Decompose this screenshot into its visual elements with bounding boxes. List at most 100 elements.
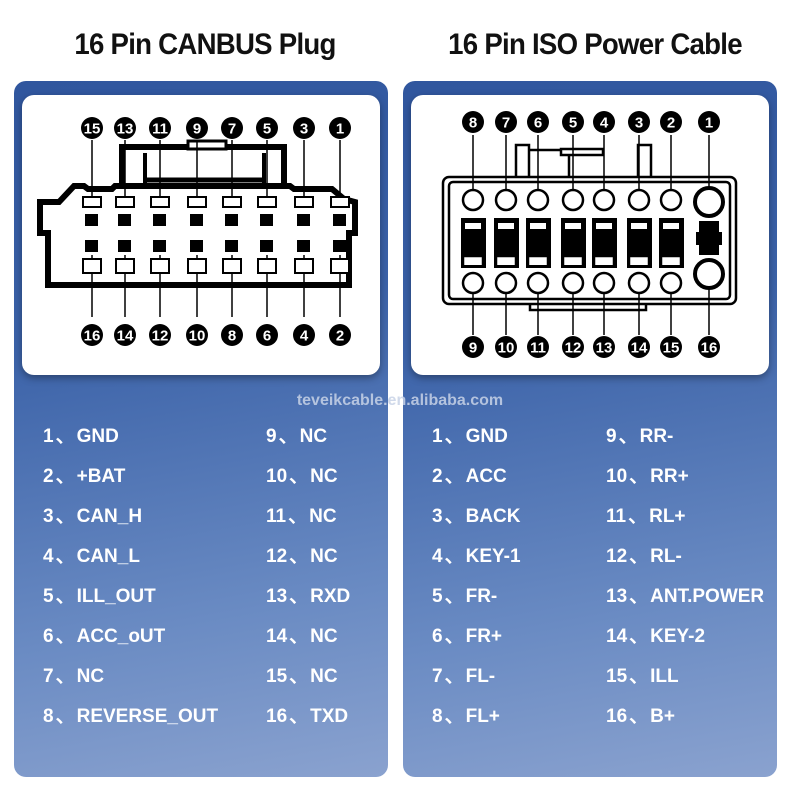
pin-number-label: 11 xyxy=(530,340,546,357)
pin-separator: 、 xyxy=(629,586,649,607)
pin-number-label: 2 xyxy=(667,115,675,132)
pin-badge-top: 7 xyxy=(495,111,517,133)
pin-number-label: 3 xyxy=(635,115,643,132)
pin-function: BACK xyxy=(465,506,521,527)
pin-badge-bottom: 11 xyxy=(527,336,549,358)
pin-row-1: 1、GND xyxy=(432,421,508,448)
pin-row-10: 10、NC xyxy=(266,461,338,488)
pin-separator: 、 xyxy=(629,666,649,687)
pin-separator: 、 xyxy=(55,666,75,687)
pin-row-1: 1、GND xyxy=(43,421,119,448)
pin-separator: 、 xyxy=(289,626,309,647)
pin-separator: 、 xyxy=(444,546,464,567)
pin-number: 3 xyxy=(432,506,443,527)
pin-row-16: 16、TXD xyxy=(266,701,348,728)
pin-row-16: 16、B+ xyxy=(606,701,675,728)
pin-separator: 、 xyxy=(618,426,638,447)
pin-function: ACC xyxy=(465,466,507,487)
pin-badge-top: 3 xyxy=(628,111,650,133)
pin-row-13: 13、RXD xyxy=(266,581,350,608)
pin-function: RR+ xyxy=(650,466,689,487)
pin-number-label: 15 xyxy=(84,121,101,138)
pin-function: RXD xyxy=(310,586,351,607)
pin-separator: 、 xyxy=(289,706,309,727)
pin-separator: 、 xyxy=(629,706,649,727)
pin-separator: 、 xyxy=(444,706,464,727)
pin-function: RL+ xyxy=(649,506,686,527)
pin-number: 3 xyxy=(43,506,54,527)
pin-number: 2 xyxy=(43,466,54,487)
pin-number: 15 xyxy=(606,666,628,687)
pin-row-14: 14、NC xyxy=(266,621,338,648)
pin-badge-bottom: 4 xyxy=(293,324,315,346)
pin-row-15: 15、ILL xyxy=(606,661,679,688)
pin-separator: 、 xyxy=(444,466,464,487)
pin-number: 10 xyxy=(606,466,628,487)
pin-number-label: 14 xyxy=(117,328,134,345)
iso-title: 16 Pin ISO Power Cable xyxy=(448,28,742,61)
pin-row-7: 7、FL- xyxy=(432,661,495,688)
pin-function: NC xyxy=(310,666,338,687)
pin-badge-top: 1 xyxy=(329,117,351,139)
pin-number-label: 13 xyxy=(117,121,134,138)
pin-separator: 、 xyxy=(55,706,75,727)
pin-separator: 、 xyxy=(628,506,648,527)
pin-row-7: 7、NC xyxy=(43,661,104,688)
pin-function: KEY-1 xyxy=(465,546,521,567)
pin-number: 10 xyxy=(266,466,288,487)
pin-number: 13 xyxy=(606,586,628,607)
pin-badge-bottom: 10 xyxy=(186,324,208,346)
pin-number-label: 3 xyxy=(300,121,308,138)
pin-separator: 、 xyxy=(278,426,298,447)
pin-number-label: 12 xyxy=(565,340,582,357)
pin-function: ILL_OUT xyxy=(76,586,156,607)
pin-number: 1 xyxy=(432,426,443,447)
pin-badge-top: 15 xyxy=(81,117,103,139)
pin-number-label: 14 xyxy=(631,340,648,357)
pin-number-label: 10 xyxy=(189,328,206,345)
pin-function: B+ xyxy=(650,706,675,727)
pin-function: NC xyxy=(310,626,338,647)
pin-badge-bottom: 12 xyxy=(149,324,171,346)
pin-badge-bottom: 15 xyxy=(660,336,682,358)
pin-row-14: 14、KEY-2 xyxy=(606,621,705,648)
pin-badge-bottom: 13 xyxy=(593,336,615,358)
pin-number-label: 16 xyxy=(701,340,718,357)
pin-number: 1 xyxy=(43,426,54,447)
pin-separator: 、 xyxy=(288,506,308,527)
pin-number: 5 xyxy=(43,586,54,607)
pin-row-5: 5、FR- xyxy=(432,581,497,608)
pin-badge-bottom: 8 xyxy=(221,324,243,346)
pin-number-label: 4 xyxy=(600,115,609,132)
pin-function: CAN_L xyxy=(76,546,140,567)
pin-separator: 、 xyxy=(444,586,464,607)
pin-number: 7 xyxy=(43,666,54,687)
pin-badge-top: 8 xyxy=(462,111,484,133)
pin-number: 15 xyxy=(266,666,288,687)
pin-row-11: 11、NC xyxy=(266,501,337,528)
pin-number: 4 xyxy=(432,546,443,567)
pin-number: 12 xyxy=(606,546,628,567)
pin-number-label: 10 xyxy=(498,340,515,357)
pin-separator: 、 xyxy=(444,426,464,447)
pin-separator: 、 xyxy=(55,586,75,607)
pin-number-label: 5 xyxy=(263,121,271,138)
pin-number-label: 8 xyxy=(228,328,236,345)
pin-badge-bottom: 16 xyxy=(81,324,103,346)
pin-number-label: 9 xyxy=(469,340,477,357)
pin-row-2: 2、ACC xyxy=(432,461,507,488)
pin-badge-top: 6 xyxy=(527,111,549,133)
pin-badge-top: 1 xyxy=(698,111,720,133)
pin-number-label: 11 xyxy=(152,121,168,138)
pin-separator: 、 xyxy=(444,506,464,527)
pin-badge-top: 11 xyxy=(149,117,171,139)
pin-number: 12 xyxy=(266,546,288,567)
pin-row-9: 9、NC xyxy=(266,421,327,448)
pin-number-label: 1 xyxy=(336,121,344,138)
pin-number-label: 8 xyxy=(469,115,477,132)
pin-number-label: 1 xyxy=(705,115,713,132)
pin-separator: 、 xyxy=(289,586,309,607)
